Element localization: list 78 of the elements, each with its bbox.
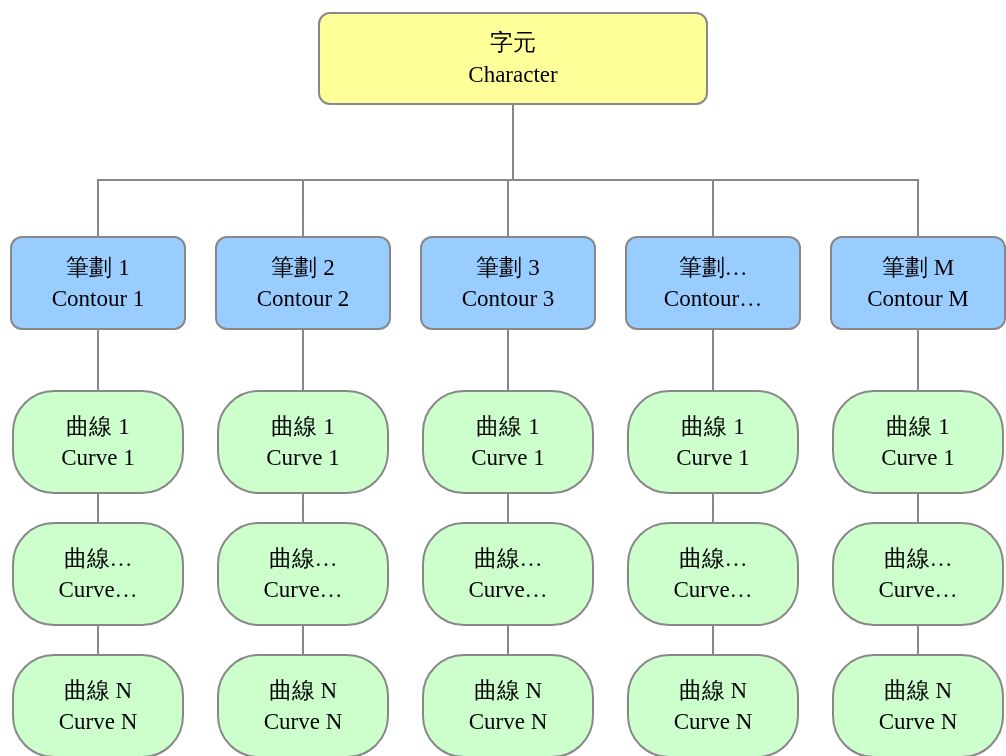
rounded-box bbox=[217, 390, 389, 494]
rounded-box bbox=[12, 522, 184, 626]
rounded-box bbox=[832, 522, 1004, 626]
node-label: Curve N bbox=[263, 708, 343, 736]
connector-line bbox=[302, 493, 304, 523]
process-box bbox=[10, 236, 186, 330]
node-label: Curve N bbox=[673, 708, 753, 736]
connector-line bbox=[917, 493, 919, 523]
rounded-box bbox=[12, 654, 184, 756]
connector-line bbox=[917, 329, 919, 391]
node-label: Contour… bbox=[663, 285, 763, 313]
rounded-box bbox=[422, 390, 594, 494]
rounded-box bbox=[627, 390, 799, 494]
process-box bbox=[420, 236, 596, 330]
node-label: Curve 1 bbox=[881, 444, 955, 472]
connector-line bbox=[507, 493, 509, 523]
root-box bbox=[318, 12, 708, 105]
node-label: Contour 3 bbox=[461, 285, 555, 313]
process-box bbox=[830, 236, 1006, 330]
node-label: Curve… bbox=[878, 576, 958, 604]
node-label: 曲線 N bbox=[268, 676, 338, 705]
connector-line bbox=[97, 493, 99, 523]
node-label: 筆劃 M bbox=[881, 253, 955, 282]
node-label: Curve 1 bbox=[471, 444, 545, 472]
node-label: 曲線… bbox=[63, 544, 133, 573]
node-label: 筆劃 1 bbox=[66, 253, 130, 282]
node-label: Curve… bbox=[468, 576, 548, 604]
node-label: 曲線 N bbox=[678, 676, 748, 705]
rounded-box bbox=[422, 522, 594, 626]
rounded-box bbox=[832, 654, 1004, 756]
rounded-box bbox=[832, 390, 1004, 494]
node-label: Curve… bbox=[263, 576, 343, 604]
node-label: 曲線 1 bbox=[476, 412, 540, 441]
rounded-box bbox=[627, 522, 799, 626]
node-label: Curve… bbox=[673, 576, 753, 604]
node-label: Curve 1 bbox=[61, 444, 135, 472]
node-label: 曲線 N bbox=[63, 676, 133, 705]
node-label: Curve N bbox=[58, 708, 138, 736]
node-label: Curve 1 bbox=[676, 444, 750, 472]
connector-line bbox=[302, 625, 304, 655]
node-label: 曲線… bbox=[268, 544, 338, 573]
node-label: Contour M bbox=[867, 285, 969, 313]
node-label: 曲線 N bbox=[473, 676, 543, 705]
node-label: 筆劃… bbox=[678, 253, 748, 282]
node-label: 曲線 1 bbox=[681, 412, 745, 441]
connector-line bbox=[302, 329, 304, 391]
connector-line bbox=[97, 625, 99, 655]
connector-line bbox=[712, 329, 714, 391]
node-label: 曲線 N bbox=[883, 676, 953, 705]
node-label: 曲線 1 bbox=[886, 412, 950, 441]
connector-line bbox=[917, 625, 919, 655]
process-box bbox=[625, 236, 801, 330]
node-label: 曲線 1 bbox=[66, 412, 130, 441]
connector-line bbox=[712, 493, 714, 523]
rounded-box bbox=[627, 654, 799, 756]
process-box bbox=[215, 236, 391, 330]
rounded-box bbox=[217, 654, 389, 756]
node-label: Contour 2 bbox=[256, 285, 350, 313]
rounded-box bbox=[217, 522, 389, 626]
node-label: 筆劃 2 bbox=[271, 253, 335, 282]
node-label: Curve N bbox=[878, 708, 958, 736]
node-label: 曲線… bbox=[678, 544, 748, 573]
node-label: 曲線 1 bbox=[271, 412, 335, 441]
rounded-box bbox=[422, 654, 594, 756]
node-label: 曲線… bbox=[883, 544, 953, 573]
node-label: 曲線… bbox=[473, 544, 543, 573]
node-label: 字元 bbox=[490, 29, 536, 58]
node-label: 筆劃 3 bbox=[476, 253, 540, 282]
connector-line bbox=[507, 329, 509, 391]
node-label: Curve 1 bbox=[266, 444, 340, 472]
connector-line bbox=[97, 329, 99, 391]
node-label: Curve N bbox=[468, 708, 548, 736]
node-label: Curve… bbox=[58, 576, 138, 604]
node-label: Character bbox=[468, 60, 558, 89]
node-label: Contour 1 bbox=[51, 285, 145, 313]
rounded-box bbox=[12, 390, 184, 494]
connector-line bbox=[507, 625, 509, 655]
connector-line bbox=[712, 625, 714, 655]
